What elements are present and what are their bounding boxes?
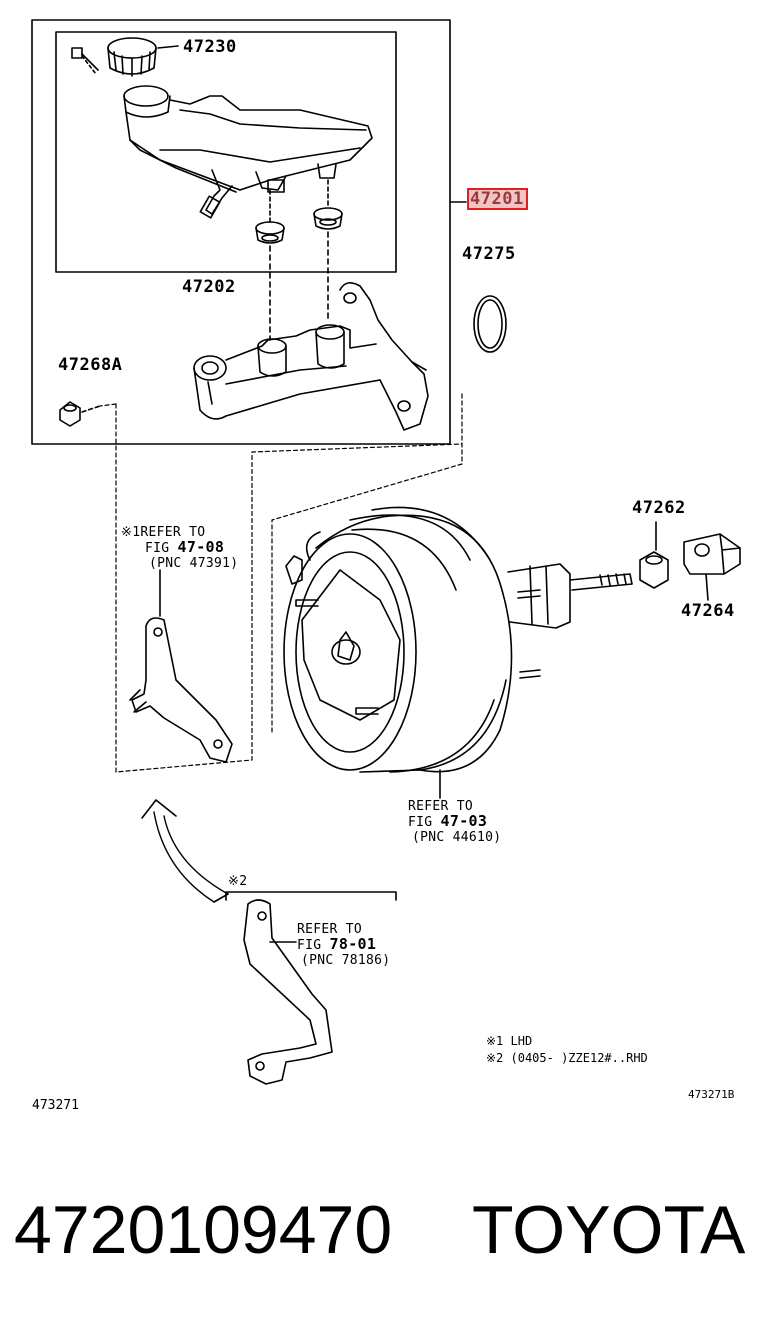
fig-prefix: FIG <box>297 938 322 953</box>
part-label-47201-highlight[interactable]: 47201 <box>467 188 528 210</box>
fig-prefix: FIG <box>408 815 433 830</box>
bracket-78-01-drawing <box>225 891 397 1085</box>
part-label-47202[interactable]: 47202 <box>182 277 236 297</box>
refer-to-fig-47-08[interactable]: ※1REFER TO FIG 47-08 (PNC 47391) <box>121 525 238 571</box>
part-label-47264[interactable]: 47264 <box>681 601 735 621</box>
clevis-drawing <box>639 521 741 601</box>
note-lhd: ※1 LHD <box>486 1034 533 1048</box>
part-number: 4720109470 <box>14 1192 393 1268</box>
refer-to-text: REFER TO <box>297 922 363 937</box>
part-label-47262[interactable]: 47262 <box>632 498 686 518</box>
fig-number: 78-01 <box>329 935 377 953</box>
refer-to-text: REFER TO <box>408 799 474 814</box>
fig-number: 47-08 <box>177 538 225 556</box>
brake-booster-drawing <box>283 506 633 799</box>
nut-47268a-drawing <box>59 401 101 427</box>
reservoir-cap-drawing <box>107 37 179 77</box>
master-cylinder-drawing <box>193 282 429 431</box>
part-label-47201[interactable]: 47201 <box>470 189 524 209</box>
pnc-text: (PNC 44610) <box>412 830 502 845</box>
reservoir-tank-drawing <box>123 85 373 219</box>
refer-to-fig-78-01[interactable]: REFER TO FIG 78-01 (PNC 78186) <box>297 922 390 968</box>
part-label-47275[interactable]: 47275 <box>462 244 516 264</box>
diagram-code-left: 473271 <box>32 1098 79 1113</box>
diagram-code-right: 473271B <box>688 1088 735 1101</box>
pnc-text: (PNC 47391) <box>149 556 239 571</box>
grommets-drawing <box>255 179 343 341</box>
refer-to-fig-47-03[interactable]: REFER TO FIG 47-03 (PNC 44610) <box>408 799 501 845</box>
bracket-47-08-drawing <box>129 569 233 763</box>
pnc-text: (PNC 78186) <box>301 953 391 968</box>
fig-number: 47-03 <box>440 812 488 830</box>
reservoir-frame <box>55 31 397 273</box>
part-label-47230[interactable]: 47230 <box>183 37 237 57</box>
screw-drawing <box>71 47 99 75</box>
note-rhd: ※2 (0405- )ZZE12#..RHD <box>486 1051 648 1065</box>
arrow-drawing <box>141 799 229 903</box>
brand-name: TOYOTA <box>472 1192 746 1268</box>
assembly-frame <box>31 19 451 445</box>
refer-to-text: ※1REFER TO <box>121 525 206 540</box>
fig-prefix: FIG <box>145 541 170 556</box>
o-ring-drawing <box>473 295 507 353</box>
rhd-marker: ※2 <box>228 874 248 889</box>
part-label-47268a[interactable]: 47268A <box>58 355 123 375</box>
